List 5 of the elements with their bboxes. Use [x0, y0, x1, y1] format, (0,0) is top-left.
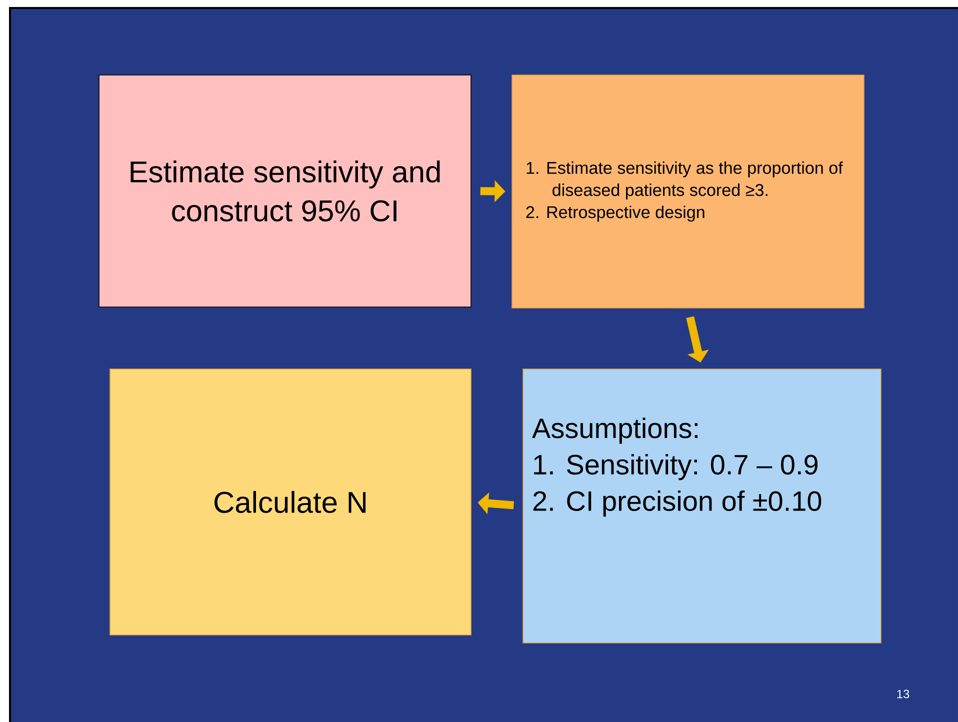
- page-number: 13: [897, 690, 910, 698]
- text-box: Calculate N: [110, 368, 472, 636]
- text-box: 1. Estimate sensitivity as the proportion of diseased patients scored ≥3. 2. Retrospective design: [512, 74, 864, 308]
- text-box: Estimate sensitivity and construct 95% CI: [98, 74, 472, 308]
- text-box: Assumptions: 1. Sensitivity: 0.7 – 0.9 2. CI precision of ±0.10: [522, 368, 882, 644]
